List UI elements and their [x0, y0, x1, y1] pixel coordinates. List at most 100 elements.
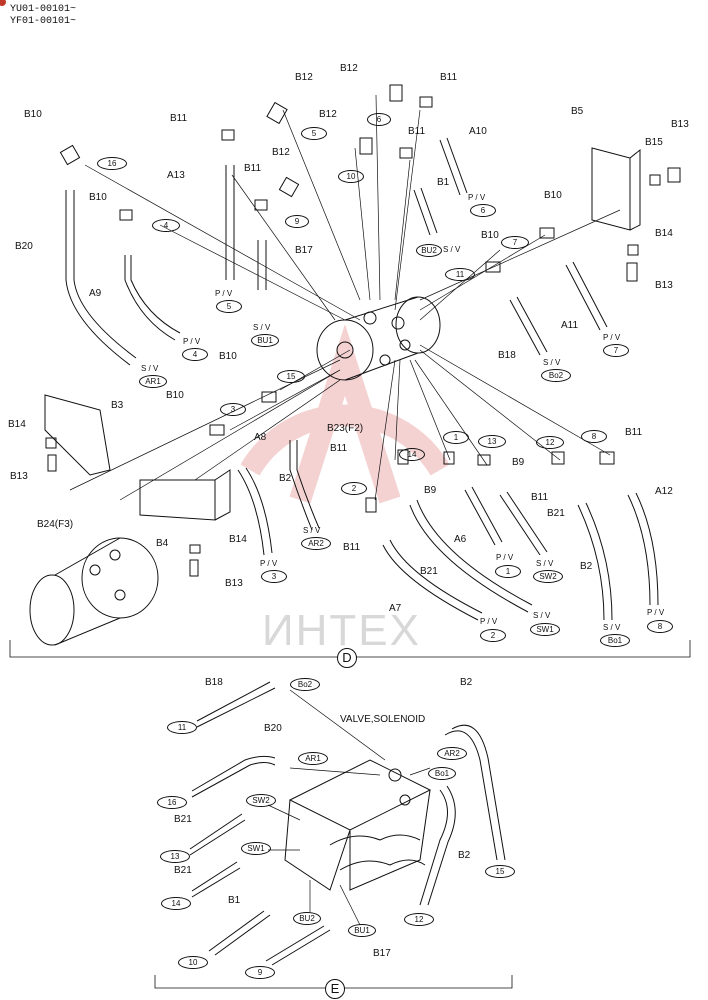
label-b12: B12 — [295, 72, 313, 83]
label-b13: B13 — [10, 471, 28, 482]
tag-pv: P / V — [468, 193, 486, 202]
label-b11: B11 — [244, 163, 262, 174]
leader-lines — [69, 94, 621, 501]
callout-5: 5 — [301, 127, 327, 140]
label-b13: B13 — [655, 280, 673, 291]
tag-sv-bu2: S / V — [443, 245, 461, 254]
label-b15: B15 — [645, 137, 663, 148]
callout-p6: 6 — [470, 204, 496, 217]
callout-10: 10 — [178, 956, 208, 969]
label-b10: B10 — [219, 351, 237, 362]
label-b11: B11 — [408, 126, 426, 137]
tag-sv: S / V — [303, 526, 321, 535]
label-b11: B11 — [330, 443, 348, 454]
callout-sw1: SW1 — [241, 842, 271, 855]
label-b10: B10 — [544, 190, 562, 201]
callout-p7: 7 — [603, 344, 629, 357]
tag-sv: S / V — [141, 364, 159, 373]
section-marker-e: E — [325, 979, 345, 999]
solenoid-valve-e — [284, 759, 432, 891]
label-b12: B12 — [319, 109, 337, 120]
callout-bu1: BU1 — [348, 924, 376, 937]
callout-p5: 5 — [216, 300, 242, 313]
label-b18: B18 — [498, 350, 516, 361]
callout-p2: 2 — [480, 629, 506, 642]
callout-ar1: AR1 — [139, 375, 167, 388]
valve-block-b23 — [316, 296, 441, 381]
tag-pv: P / V — [647, 608, 665, 617]
tag-sv: S / V — [603, 623, 621, 632]
callout-16: 16 — [97, 157, 127, 170]
label-a6: A6 — [454, 534, 467, 545]
callout-ar1: AR1 — [298, 752, 328, 765]
label-a7: A7 — [389, 603, 402, 614]
tag-pv: P / V — [603, 333, 621, 342]
hoses-d — [65, 137, 659, 621]
serial-range-1: YU01-00101~ — [10, 4, 77, 15]
callout-9: 9 — [245, 966, 275, 979]
callout-3: 3 — [220, 403, 246, 416]
callout-p1: 1 — [495, 565, 521, 578]
callout-bu1: BU1 — [251, 334, 279, 347]
tag-sv: S / V — [253, 323, 271, 332]
label-b21: B21 — [420, 566, 438, 577]
label-b2: B2 — [279, 473, 292, 484]
callout-10: 10 — [338, 170, 364, 183]
callout-sw2: SW2 — [533, 570, 563, 583]
watermark-text: ИНТЕХ — [262, 606, 421, 655]
label-b12: B12 — [340, 63, 358, 74]
tag-pv: P / V — [215, 289, 233, 298]
callout-bo1: Bo1 — [428, 767, 456, 780]
callout-2: 2 — [341, 482, 367, 495]
label-b10: B10 — [89, 192, 107, 203]
label-b21: B21 — [547, 508, 565, 519]
callout-bu2: BU2 — [416, 244, 442, 257]
tag-sv: S / V — [533, 611, 551, 620]
label-b14: B14 — [229, 534, 247, 545]
label-b11: B11 — [170, 113, 188, 124]
label-a13: A13 — [167, 170, 185, 181]
bracket-b4 — [139, 469, 231, 521]
callout-bu2: BU2 — [293, 912, 321, 925]
callout-15: 15 — [277, 370, 305, 383]
corner-marker — [0, 0, 6, 6]
label-b11: B11 — [625, 427, 643, 438]
label-b9: B9 — [424, 485, 437, 496]
callout-16: 16 — [157, 796, 187, 809]
callout-6: 6 — [367, 113, 391, 126]
callout-11: 11 — [167, 721, 197, 734]
label-b14: B14 — [655, 228, 673, 239]
callout-8: 8 — [581, 430, 607, 443]
label-b21: B21 — [174, 865, 192, 876]
label-b4: B4 — [156, 538, 169, 549]
callout-11: 11 — [445, 268, 475, 281]
callout-1: 1 — [443, 431, 469, 444]
callout-ar2: AR2 — [437, 747, 467, 760]
tag-pv: P / V — [480, 617, 498, 626]
label-b20: B20 — [264, 723, 282, 734]
label-b18: B18 — [205, 677, 223, 688]
callout-14: 14 — [161, 897, 191, 910]
label-a8: A8 — [254, 432, 267, 443]
tag-pv: P / V — [260, 559, 278, 568]
label-b17: B17 — [295, 245, 313, 256]
label-b23: B23(F2) — [327, 423, 364, 434]
leader-lines-e — [267, 689, 431, 926]
callout-p4: 4 — [182, 348, 208, 361]
callout-13: 13 — [160, 850, 190, 863]
callout-p3: 3 — [261, 570, 287, 583]
label-b10: B10 — [166, 390, 184, 401]
label-b12: B12 — [272, 147, 290, 158]
callout-15: 15 — [485, 865, 515, 878]
valve-title: VALVE,SOLENOID — [340, 714, 426, 725]
label-b9: B9 — [512, 457, 525, 468]
callout-7: 7 — [501, 236, 529, 249]
label-b10: B10 — [481, 230, 499, 241]
callout-ar2: AR2 — [301, 537, 331, 550]
callout-14: 14 — [399, 448, 425, 461]
label-b1: B1 — [228, 895, 241, 906]
label-b11: B11 — [531, 492, 549, 503]
label-b2: B2 — [458, 850, 471, 861]
callout-sw2: SW2 — [246, 794, 276, 807]
fittings — [45, 84, 681, 577]
